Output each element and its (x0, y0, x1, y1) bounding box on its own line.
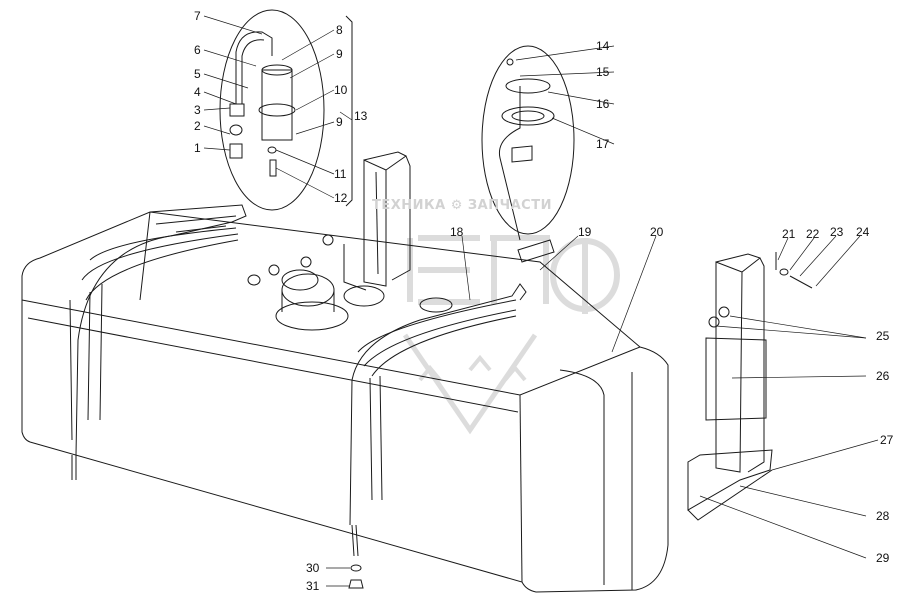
tank-pump-assembly (247, 234, 453, 331)
leader-lines (203, 15, 879, 587)
callout-10: 10 (334, 83, 348, 97)
bracket-right (687, 252, 813, 521)
fuel-tank (21, 211, 669, 593)
watermark-logo (402, 235, 620, 435)
callout-3: 3 (194, 103, 201, 117)
callout-6: 6 (194, 43, 201, 57)
callout-8: 8 (336, 23, 343, 37)
callout-25: 25 (876, 329, 890, 343)
callout-5: 5 (194, 67, 201, 81)
callout-labels: 1 2 3 4 5 6 7 8 9 10 9 13 11 12 14 15 16… (194, 9, 894, 593)
bracket-left (363, 151, 411, 287)
callout-11: 11 (334, 167, 347, 181)
callout-20: 20 (650, 225, 664, 239)
callout-17: 17 (596, 137, 610, 151)
callout-22: 22 (806, 227, 820, 241)
callout-21: 21 (782, 227, 796, 241)
callout-7: 7 (194, 9, 201, 23)
callout-27: 27 (880, 433, 894, 447)
callout-29: 29 (876, 551, 890, 565)
callout-9a: 9 (336, 47, 343, 61)
callout-15: 15 (596, 65, 610, 79)
callout-1: 1 (194, 141, 201, 155)
right-strap (349, 283, 527, 557)
fuel-sender-inset (481, 45, 575, 263)
callout-28: 28 (876, 509, 890, 523)
watermark-text: ТЕХНИКА ⚙ ЗАПЧАСТИ (372, 198, 552, 213)
callout-12: 12 (334, 191, 348, 205)
callout-13: 13 (354, 109, 368, 123)
callout-23: 23 (830, 225, 844, 239)
callout-19: 19 (578, 225, 592, 239)
nut-washer (348, 564, 364, 589)
callout-24: 24 (856, 225, 870, 239)
callout-26: 26 (876, 369, 890, 383)
callout-31: 31 (306, 579, 320, 593)
callout-9b: 9 (336, 115, 343, 129)
callout-18: 18 (450, 225, 464, 239)
callout-4: 4 (194, 85, 201, 99)
callout-14: 14 (596, 39, 610, 53)
callout-2: 2 (194, 119, 201, 133)
fuel-pump-inset (219, 9, 353, 211)
callout-16: 16 (596, 97, 610, 111)
left-strap (71, 204, 247, 480)
callout-30: 30 (306, 561, 320, 575)
